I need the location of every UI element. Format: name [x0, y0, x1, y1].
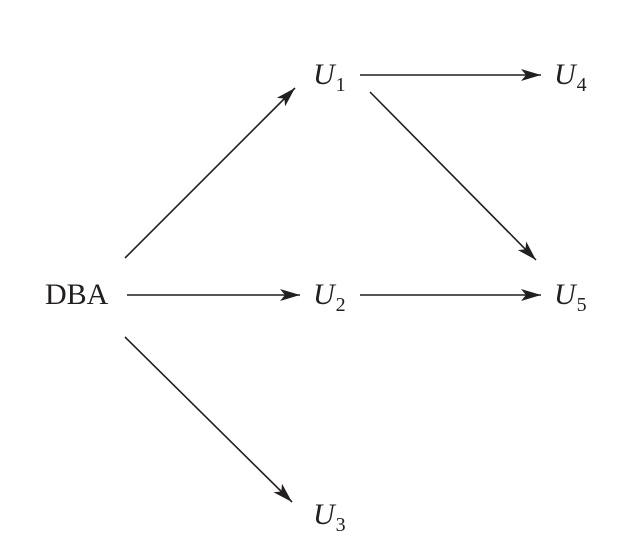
node-subscript: 3 — [335, 514, 346, 536]
node-var: U — [313, 498, 335, 531]
edge-dba-u3 — [124, 336, 293, 503]
node-subscript: 4 — [576, 74, 587, 96]
node-dba: DBA — [45, 278, 109, 311]
node-subscript: 5 — [576, 294, 587, 316]
node-u4: U4 — [554, 58, 587, 96]
edge-u1-u5 — [369, 91, 537, 261]
node-var: U — [554, 278, 576, 311]
edge-dba-u1 — [124, 87, 296, 259]
node-u5: U5 — [554, 278, 587, 316]
node-u1: U1 — [313, 58, 346, 96]
node-u2: U2 — [313, 278, 346, 316]
node-var: U — [313, 58, 335, 91]
node-subscript: 2 — [335, 294, 346, 316]
node-var: U — [554, 58, 576, 91]
node-subscript: 1 — [335, 74, 346, 96]
node-var: U — [313, 278, 335, 311]
node-u3: U3 — [313, 498, 346, 536]
